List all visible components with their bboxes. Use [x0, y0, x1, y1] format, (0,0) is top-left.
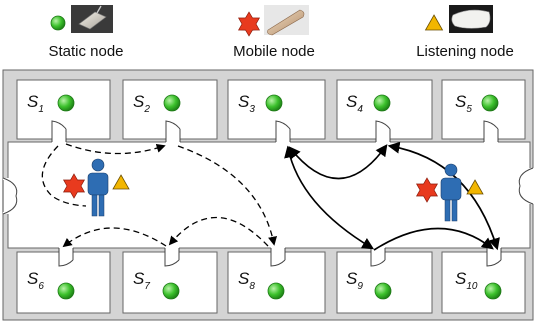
room-s6: [16, 251, 111, 314]
room-labels: S1 S2 S3 S4 S5 S6 S7 S8 S9 S10: [27, 92, 478, 292]
room-label-s5: S5: [455, 92, 472, 115]
doors: [2, 120, 534, 267]
door-s5: [483, 120, 499, 144]
mobile-node-left: [62, 173, 86, 199]
static-node-s1: [57, 94, 75, 112]
person-right: [415, 163, 484, 222]
mobile-node-label: Mobile node: [233, 43, 315, 60]
room-s7: [122, 251, 218, 314]
dashed-arc-s1-s2: [65, 143, 166, 155]
solid-arc-s3-s9: [284, 145, 375, 250]
room-label-s2: S2: [133, 92, 150, 115]
room-s10: [441, 251, 526, 314]
static-node-s4: [373, 94, 391, 112]
room-label-s3: S3: [238, 92, 255, 115]
person-right-head: [444, 163, 458, 177]
room-label-s4: S4: [346, 92, 363, 115]
static-node-s3: [265, 94, 283, 112]
door-s2: [165, 120, 181, 144]
static-node-s2: [163, 94, 181, 112]
legend: Static node Mobile node Listening node: [48, 5, 514, 60]
door-s8: [270, 246, 286, 267]
listening-node-left: [112, 174, 130, 190]
dashed-arc-s8-s7: [168, 216, 269, 247]
room-label-s1: S1: [27, 92, 44, 115]
static-node-s8: [267, 282, 285, 300]
static-node-s9: [374, 282, 392, 300]
static-node-s6: [57, 282, 75, 300]
person-left: [62, 158, 130, 217]
solid-arc-s3-s4: [288, 144, 388, 180]
room-s8: [227, 251, 326, 314]
static-node-label: Static node: [48, 43, 123, 60]
room-label-s8: S8: [238, 269, 255, 292]
static-node-s10: [484, 282, 502, 300]
room-label-s10: S10: [455, 269, 478, 292]
door-s3: [275, 120, 291, 144]
mobile-node-right: [415, 177, 439, 203]
static-nodes: [57, 94, 502, 300]
entrance-right: [518, 167, 534, 205]
mobile-node-legend-icon: [238, 11, 260, 37]
room-label-s6: S6: [27, 269, 44, 292]
entrance-left: [2, 177, 18, 215]
listening-node-legend-icon: [424, 14, 444, 31]
room-s9: [336, 251, 433, 314]
person-right-body: [440, 177, 462, 201]
static-node-s5: [481, 94, 499, 112]
solid-arc-s9-s10: [373, 227, 494, 251]
dashed-path: [41, 143, 278, 248]
door-s7: [164, 246, 180, 267]
door-s6: [58, 246, 74, 267]
listening-node-label: Listening node: [416, 43, 514, 60]
person-left-head: [91, 158, 105, 172]
static-node-legend-icon: [50, 15, 66, 31]
room-label-s9: S9: [346, 269, 363, 292]
door-s4: [375, 120, 391, 144]
static-node-s7: [162, 282, 180, 300]
door-s9: [370, 246, 386, 267]
dashed-arc-s7-s6: [62, 227, 167, 248]
listening-node-right: [466, 179, 484, 195]
room-label-s7: S7: [133, 269, 150, 292]
door-s1: [51, 120, 67, 144]
dashed-arc-s1-down: [41, 145, 87, 207]
person-left-body: [87, 172, 109, 196]
door-s10: [486, 246, 502, 267]
